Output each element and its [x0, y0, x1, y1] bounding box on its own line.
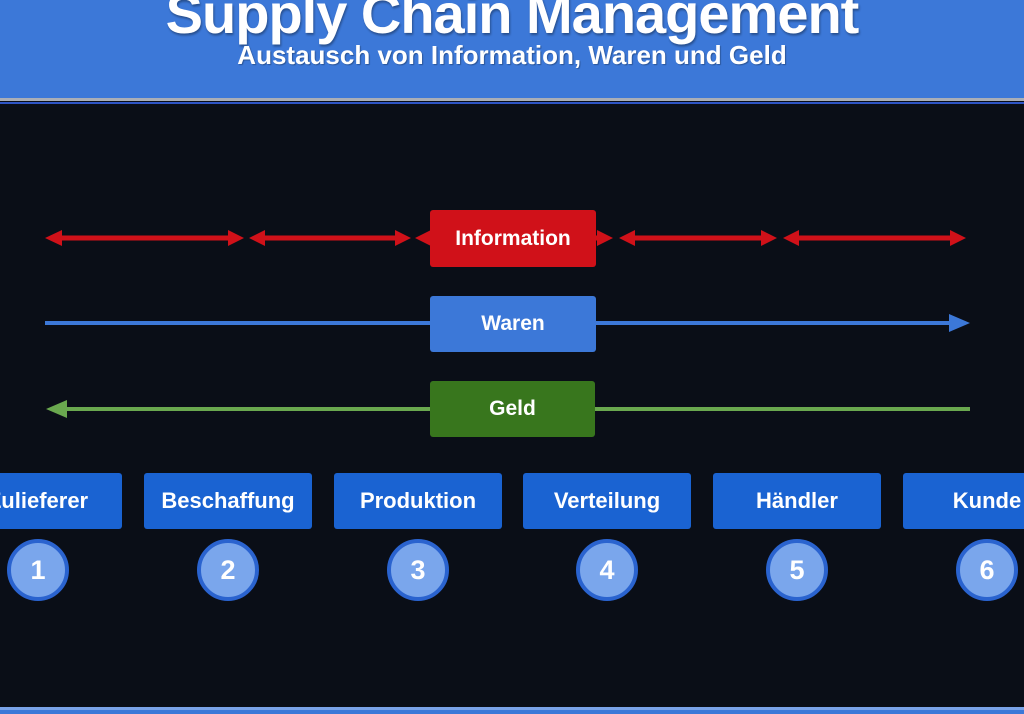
stage-number-circle-4: 4	[576, 539, 638, 601]
geld-flow-label: Geld	[489, 397, 536, 420]
page-subtitle: Austausch von Information, Waren und Gel…	[237, 40, 787, 70]
stage-box-haendler: Händler	[713, 473, 881, 529]
stage-box-produktion: Produktion	[334, 473, 502, 529]
stage-label: Händler	[756, 488, 838, 513]
stage-number: 3	[410, 554, 426, 585]
information-flow-box: Information	[430, 210, 596, 267]
header-band: Supply Chain Management Austausch von In…	[0, 0, 1024, 98]
stage-number: 1	[30, 554, 46, 585]
information-flow-label: Information	[455, 226, 571, 250]
stage-box-verteilung: Verteilung	[523, 473, 691, 529]
arrowhead-right	[228, 230, 244, 246]
waren-flow-box: Waren	[430, 296, 596, 352]
arrowhead-right	[949, 314, 970, 332]
arrowhead-right	[395, 230, 411, 246]
stage-number-circle-5: 5	[766, 539, 828, 601]
arrowhead-left	[249, 230, 265, 246]
arrowhead-right	[950, 230, 966, 246]
stage-number: 2	[220, 554, 236, 585]
stage-number-circle-2: 2	[197, 539, 259, 601]
geld-flow-box: Geld	[430, 381, 595, 437]
stage-number: 5	[789, 554, 805, 585]
header-divider-gray	[0, 98, 1024, 101]
stage-box-kunde: Kunde	[903, 473, 1024, 529]
stage-number-circle-6: 6	[956, 539, 1018, 601]
arrowhead-left	[619, 230, 635, 246]
arrowhead-right	[761, 230, 777, 246]
stage-number-circle-3: 3	[387, 539, 449, 601]
stage-number-circle-1: 1	[7, 539, 69, 601]
stage-box-zulieferer: Zulieferer	[0, 473, 122, 529]
stage-label: Verteilung	[553, 488, 661, 513]
page-title: Supply Chain Management	[165, 0, 860, 45]
bottom-bar-highlight	[0, 707, 1024, 710]
arrowhead-left	[415, 230, 431, 246]
header-divider-blue	[0, 102, 1024, 104]
arrowhead-left	[46, 400, 67, 418]
stage-label: Produktion	[359, 488, 477, 513]
arrowhead-right	[597, 230, 613, 246]
stage-number: 4	[599, 554, 615, 585]
geld-flow-arrowheads	[46, 400, 67, 418]
stage-label: Zulieferer	[0, 488, 89, 513]
stage-number: 6	[979, 554, 995, 585]
information-flow-arrowheads	[45, 230, 966, 246]
arrowhead-left	[783, 230, 799, 246]
waren-flow-label: Waren	[481, 312, 545, 335]
bottom-bar	[0, 710, 1024, 714]
stage-label: Kunde	[952, 488, 1022, 513]
waren-flow-arrowheads	[949, 314, 970, 332]
arrowhead-left	[45, 230, 62, 246]
stage-box-beschaffung: Beschaffung	[144, 473, 312, 529]
stage-label: Beschaffung	[161, 488, 295, 513]
